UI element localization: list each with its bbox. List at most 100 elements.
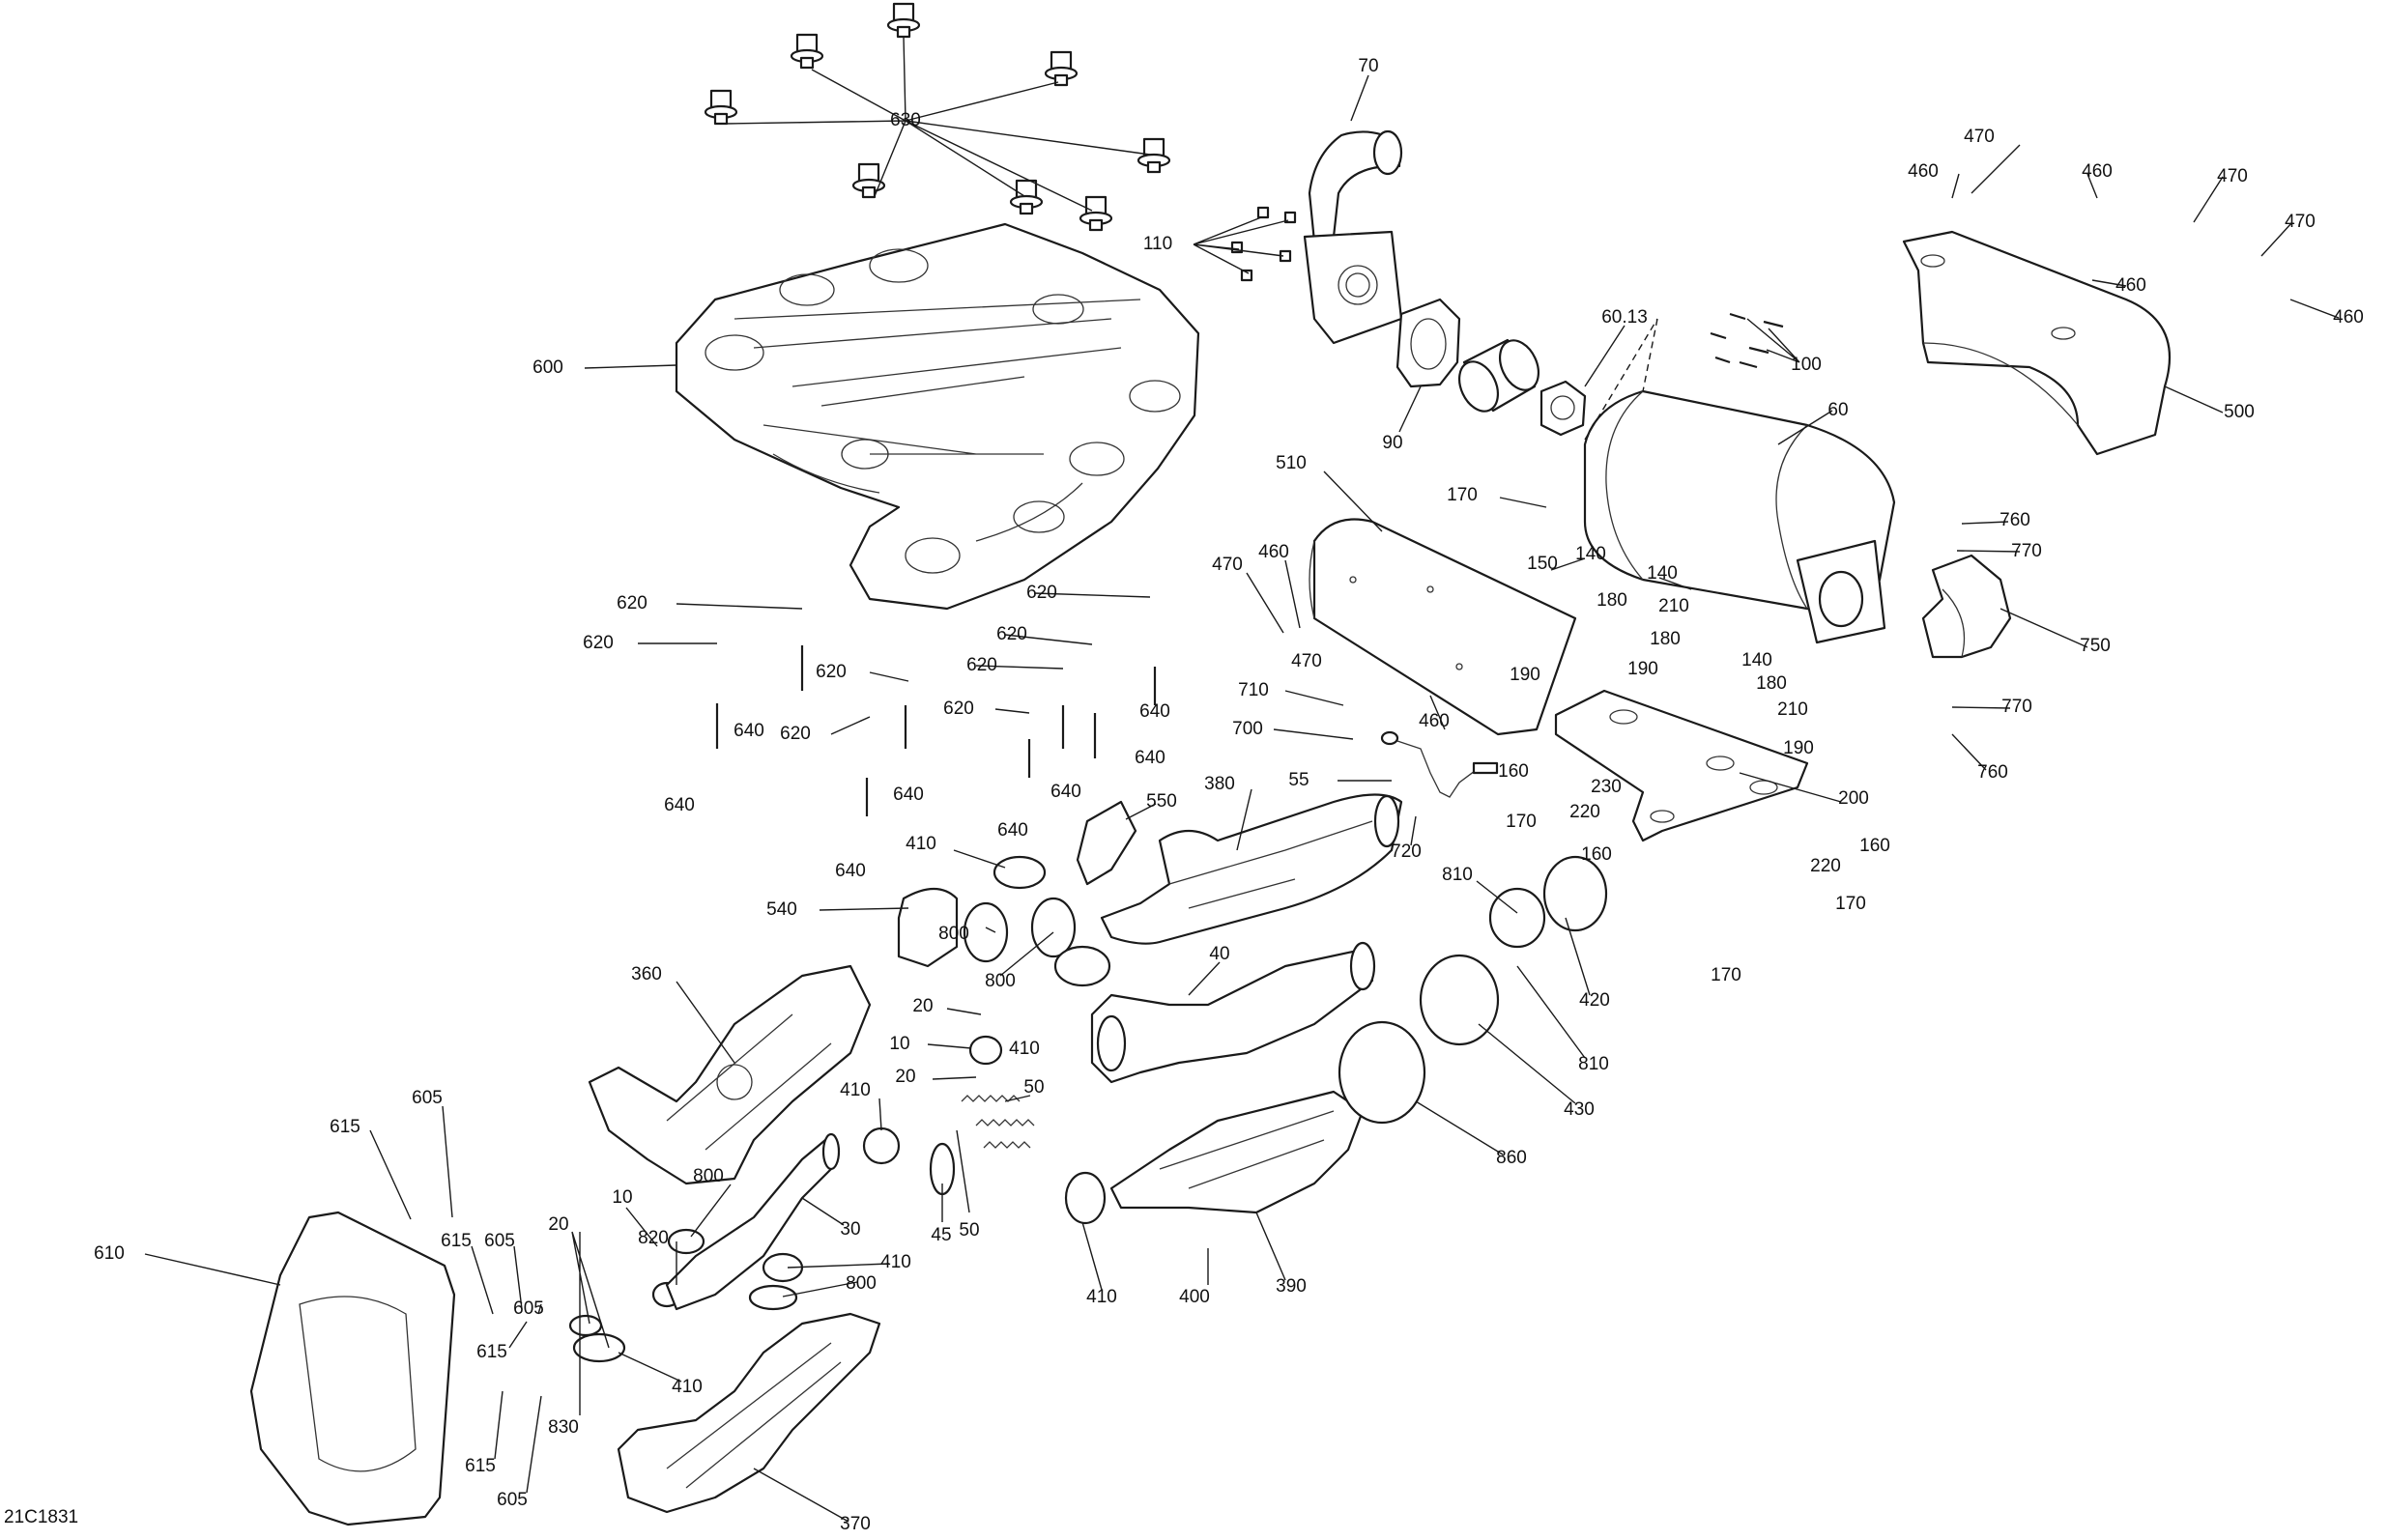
callout-180: 180: [1756, 673, 1787, 694]
callout-605: 605: [513, 1298, 544, 1319]
callout-20: 20: [912, 996, 933, 1016]
callout-620: 620: [966, 655, 997, 675]
bolts-100: [1710, 312, 1784, 369]
callout-470: 470: [1291, 651, 1322, 671]
callout-30: 30: [840, 1219, 860, 1240]
callout-620: 620: [943, 699, 974, 719]
callout-100: 100: [1791, 355, 1822, 375]
callout-620: 620: [1026, 583, 1057, 603]
clamps: [568, 855, 1608, 1363]
callout-410: 410: [672, 1377, 703, 1397]
callout-470: 470: [1964, 127, 1995, 147]
callout-640: 640: [835, 861, 866, 881]
callout-640: 640: [1135, 748, 1165, 768]
callout-605: 605: [497, 1490, 528, 1510]
callout-10: 10: [889, 1034, 909, 1054]
callout-170: 170: [1711, 965, 1741, 985]
callout-860: 860: [1496, 1148, 1527, 1168]
callout-410: 410: [840, 1080, 871, 1100]
callout-615: 615: [465, 1456, 496, 1476]
callout-540: 540: [766, 899, 797, 920]
callout-60.13: 60.13: [1601, 307, 1648, 328]
callout-620: 620: [816, 662, 847, 682]
callout-800: 800: [938, 924, 969, 944]
callout-470: 470: [1212, 555, 1243, 575]
callout-370: 370: [840, 1514, 871, 1534]
callout-640: 640: [893, 784, 924, 805]
heat-shield-370: [617, 1312, 881, 1514]
callout-460: 460: [1258, 542, 1289, 562]
studs-640: [715, 645, 1157, 816]
callout-640: 640: [664, 795, 695, 815]
callout-620: 620: [617, 593, 647, 613]
callout-610: 610: [94, 1243, 125, 1264]
callout-210: 210: [1777, 699, 1808, 720]
heat-shield-510: [1309, 518, 1577, 736]
callout-210: 210: [1658, 596, 1689, 616]
gasket-90: [1395, 298, 1461, 388]
heat-shield-390: [1109, 1090, 1365, 1214]
callout-410: 410: [880, 1252, 911, 1272]
callout-20: 20: [895, 1067, 915, 1087]
heat-shield-550: [1076, 800, 1137, 886]
callout-230: 230: [1591, 777, 1622, 797]
callout-50: 50: [1023, 1077, 1044, 1098]
callout-410: 410: [1009, 1039, 1040, 1059]
callout-170: 170: [1506, 812, 1537, 832]
callout-420: 420: [1579, 990, 1610, 1011]
callout-70: 70: [1358, 56, 1378, 76]
skid-plate-600: [675, 222, 1200, 611]
callout-620: 620: [583, 633, 614, 653]
callout-640: 640: [734, 721, 764, 741]
callout-710: 710: [1238, 680, 1269, 700]
callout-615: 615: [330, 1117, 360, 1137]
callout-770: 770: [2011, 541, 2042, 561]
heat-shield-540: [897, 888, 959, 968]
callout-400: 400: [1179, 1287, 1210, 1307]
pipe-30: [665, 1132, 841, 1311]
callout-360: 360: [631, 964, 662, 984]
callout-500: 500: [2224, 402, 2255, 422]
callout-760: 760: [2000, 510, 2030, 530]
callout-55: 55: [1288, 770, 1309, 790]
callout-410: 410: [906, 834, 936, 854]
muffler-60: [1583, 318, 1896, 644]
callout-180: 180: [1597, 590, 1627, 611]
callout-190: 190: [1627, 659, 1658, 679]
callout-110: 110: [1143, 234, 1172, 254]
heat-shield-500: [1902, 230, 2172, 456]
callout-40: 40: [1209, 944, 1229, 964]
callout-620: 620: [780, 724, 811, 744]
callout-800: 800: [846, 1273, 877, 1294]
callout-170: 170: [1835, 894, 1866, 914]
callout-510: 510: [1276, 453, 1307, 473]
callout-180: 180: [1650, 629, 1681, 649]
gasket-60.13: [1539, 380, 1587, 437]
inlet-pipe-70: [1303, 129, 1403, 345]
callout-640: 640: [1050, 782, 1081, 802]
callout-750: 750: [2080, 636, 2111, 656]
heat-shield-750: [1921, 554, 2012, 659]
callout-800: 800: [693, 1166, 724, 1186]
oxygen-sensor-55: [1380, 730, 1499, 798]
callout-390: 390: [1276, 1276, 1307, 1297]
callout-460: 460: [1419, 711, 1450, 731]
diagram-id: 21C1831: [4, 1507, 79, 1527]
skid-plate-610: [249, 1211, 456, 1526]
coupling-tube: [1457, 338, 1540, 413]
callout-760: 760: [1977, 762, 2008, 783]
callout-470: 470: [2285, 212, 2316, 232]
callout-460: 460: [2115, 275, 2146, 296]
callout-810: 810: [1578, 1054, 1609, 1074]
catalytic-converter-380: [1100, 793, 1403, 945]
callout-460: 460: [2082, 161, 2113, 182]
callout-640: 640: [997, 820, 1028, 841]
callout-170: 170: [1447, 485, 1478, 505]
heat-shield-360: [588, 964, 872, 1185]
callout-150: 150: [1527, 554, 1558, 574]
callout-700: 700: [1232, 719, 1263, 739]
callout-640: 640: [1139, 701, 1170, 722]
callout-160: 160: [1498, 761, 1529, 782]
